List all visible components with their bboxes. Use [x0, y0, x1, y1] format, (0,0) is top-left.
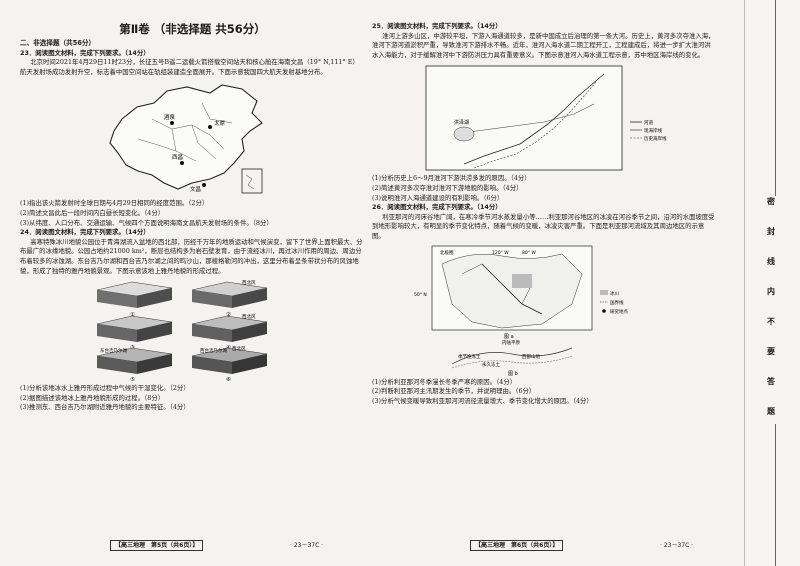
jiuquan-marker	[170, 121, 174, 126]
china-launch-map: 酒泉 太原 西昌 文昌	[20, 79, 365, 197]
block-2: 西北风 ②	[191, 279, 268, 318]
svg-text:内陆平原: 内陆平原	[502, 339, 520, 346]
huaihe-coast-map: 洪泽湖 河道 现海岸线 历史海岸线	[372, 62, 717, 172]
xichang-marker	[180, 161, 184, 166]
svg-text:洪泽湖: 洪泽湖	[454, 119, 469, 126]
svg-text:①: ①	[130, 312, 135, 318]
q24-sub-2: (2)据图描述该地冰上雅丹地貌形成的过程。（8分）	[20, 393, 165, 402]
jiuquan-label: 酒泉	[164, 113, 176, 121]
river-basin-map: 北极圈 120° W 80° W 50° N 图 a 冰川 国界线 研究地点 内…	[372, 244, 717, 376]
xichang-label: 西昌	[172, 154, 183, 161]
svg-text:国界线: 国界线	[610, 299, 624, 306]
svg-text:东台吉乃尔湖: 东台吉乃尔湖	[100, 347, 127, 354]
taiyuan-label: 太原	[214, 119, 226, 127]
block-6: 西北风 西台吉乃尔湖 ⑥	[191, 345, 268, 382]
q25-sub-1: (1)分析历史上6～9月淮河下游洪涝多发的原因。（4分）	[372, 174, 531, 183]
q24-body: 高寒特殊冰川地貌公园位于青海湖流入盆地的西北部，历经千万年的地质运动和气候演变，…	[20, 237, 363, 275]
block-1: ①	[96, 281, 173, 318]
wenchang-marker	[202, 183, 206, 188]
current-coastline	[463, 74, 605, 165]
svg-text:西北风: 西北风	[242, 313, 256, 320]
q26-sub-3: (3)分析气候变暖导致利亚那河河流径流量增大、季节变化增大的原因。（4分）	[372, 396, 593, 405]
svg-text:季节性冻土: 季节性冻土	[458, 353, 481, 360]
seal-char-2: 封	[767, 226, 775, 236]
svg-text:北极圈: 北极圈	[440, 249, 454, 256]
q25-sub-3: (3)说明淮河入海通道建设的有利影响。（6分）	[372, 193, 504, 202]
seal-char-6: 要	[767, 346, 775, 356]
q23-sub-1: (1)指出该火箭发射时全球日期与4月29日相同的经度范围。（2分）	[20, 199, 209, 208]
q23-head: 23．阅读图文材料，完成下列要求。（14分）	[20, 48, 150, 57]
historic-coastline	[473, 82, 597, 169]
left-footer-code: · 23－37C ·	[290, 542, 324, 549]
svg-text:80° W: 80° W	[522, 250, 536, 256]
china-outline	[109, 84, 263, 190]
block-5: 东台吉乃尔湖 ⑤	[96, 347, 173, 382]
province-borders	[137, 103, 233, 162]
glacier-area	[512, 273, 532, 288]
seal-char-1: 密	[767, 196, 775, 206]
fig-b-profile	[451, 347, 573, 364]
q26-body: 利亚那河的河床谷地广阔，在寒冷季节河水蒸发量小等……利亚那河谷地区的冰凌在河谷季…	[372, 212, 715, 240]
q26-head: 26．阅读图文材料，完成下列要求。（14分）	[372, 203, 502, 212]
svg-text:永久冻土: 永久冻土	[482, 361, 500, 368]
left-page-label: 【高三地理 第5页（共6页）】	[110, 540, 204, 551]
right-footer-code: · 23－37C ·	[660, 542, 694, 549]
hongze-lake	[453, 127, 475, 142]
q23-sub-3: (3)从纬度、人口分布、交通运输、气候四个方面说明海南文昌航天发射场的条件。（8…	[20, 218, 273, 227]
south-sea-inset	[241, 168, 263, 194]
right-page-label: 【高三地理 第6页（共6页）】	[470, 540, 564, 551]
svg-text:②: ②	[226, 311, 231, 318]
svg-text:冰川: 冰川	[610, 290, 619, 297]
q23-sub-2: (2)简述文昌此后一段时间内白昼长短变化。（4分）	[20, 208, 165, 217]
svg-text:现海岸线: 现海岸线	[644, 127, 662, 134]
q25-head: 25．阅读图文材料，完成下列要求。（14分）	[372, 22, 502, 30]
left-column: 第Ⅱ卷 （非选择题 共56分） 二、非选择题（共56分） 23．阅读图文材料，完…	[20, 22, 365, 413]
seal-char-3: 线	[767, 256, 775, 266]
svg-text:120° W: 120° W	[492, 250, 509, 256]
q25-sub-2: (2)简述黄河多次夺淮对淮河下游地貌的影响。（4分）	[372, 183, 523, 192]
right-footer: 【高三地理 第6页（共6页）】	[470, 540, 564, 551]
q24-sub-3: (3)推测东、西台吉乃尔湖附近雅丹地貌的主要特征。（4分）	[20, 403, 190, 412]
svg-text:西部山地: 西部山地	[522, 353, 540, 360]
seal-line-sidebar: 密 封 线 内 不 要 答 题	[744, 0, 800, 566]
seal-char-7: 答	[767, 376, 775, 386]
svg-text:西北风: 西北风	[232, 345, 246, 352]
seal-char-4: 内	[767, 286, 775, 296]
block-4: 西北风 ④	[191, 313, 268, 351]
block-3: ③	[96, 315, 173, 351]
page-title: 第Ⅱ卷 （非选择题 共56分）	[119, 22, 266, 36]
svg-text:⑤: ⑤	[130, 377, 135, 382]
seal-char-8: 题	[767, 406, 775, 416]
svg-text:历史海岸线: 历史海岸线	[644, 135, 667, 142]
svg-text:西台吉乃尔湖: 西台吉乃尔湖	[200, 347, 227, 354]
wenchang-label: 文昌	[190, 185, 201, 193]
svg-text:河道: 河道	[644, 119, 653, 126]
right-column: 25．阅读图文材料，完成下列要求。（14分） 淮河上游多山区，中游较平坦，下游入…	[372, 22, 717, 406]
svg-text:西北风: 西北风	[242, 279, 256, 286]
svg-text:⑥: ⑥	[226, 377, 231, 382]
map-frame	[425, 65, 623, 171]
svg-text:50° N: 50° N	[414, 292, 427, 298]
left-footer: 【高三地理 第5页（共6页）】	[110, 540, 204, 551]
q24-sub-1: (1)分析该地冰水上雅丹形成过程中气候的干湿变化。（2分）	[20, 384, 190, 393]
q25-body: 淮河上游多山区，中游较平坦，下游入海通道较多，是新中国成立后治理的第一条大河。历…	[372, 31, 715, 59]
svg-text:图 b: 图 b	[508, 371, 518, 376]
river-channel	[453, 104, 595, 135]
svg-text:研究地点: 研究地点	[610, 308, 628, 315]
svg-text:图 a: 图 a	[504, 334, 514, 340]
q24-head: 24．阅读图文材料，完成下列要求。（14分）	[20, 228, 150, 237]
section-heading: 二、非选择题（共56分）	[20, 39, 96, 47]
river-main	[481, 263, 543, 314]
seal-char-5: 不	[767, 316, 775, 326]
taiyuan-marker	[208, 125, 212, 130]
q23-body: 北京时间2021年4月29日11时23分，长征五号B遥二运载火箭搭载空间站天和核…	[20, 58, 359, 76]
q26-sub-2: (2)判断利亚那河主汛期发生的季节，并说明理由。（6分）	[372, 387, 536, 396]
yardang-process-figure: ① 西北风 ② ③	[20, 278, 365, 382]
q26-sub-1: (1)分析利亚那河冬季漫长冬季严寒的原因。（4分）	[372, 377, 517, 386]
